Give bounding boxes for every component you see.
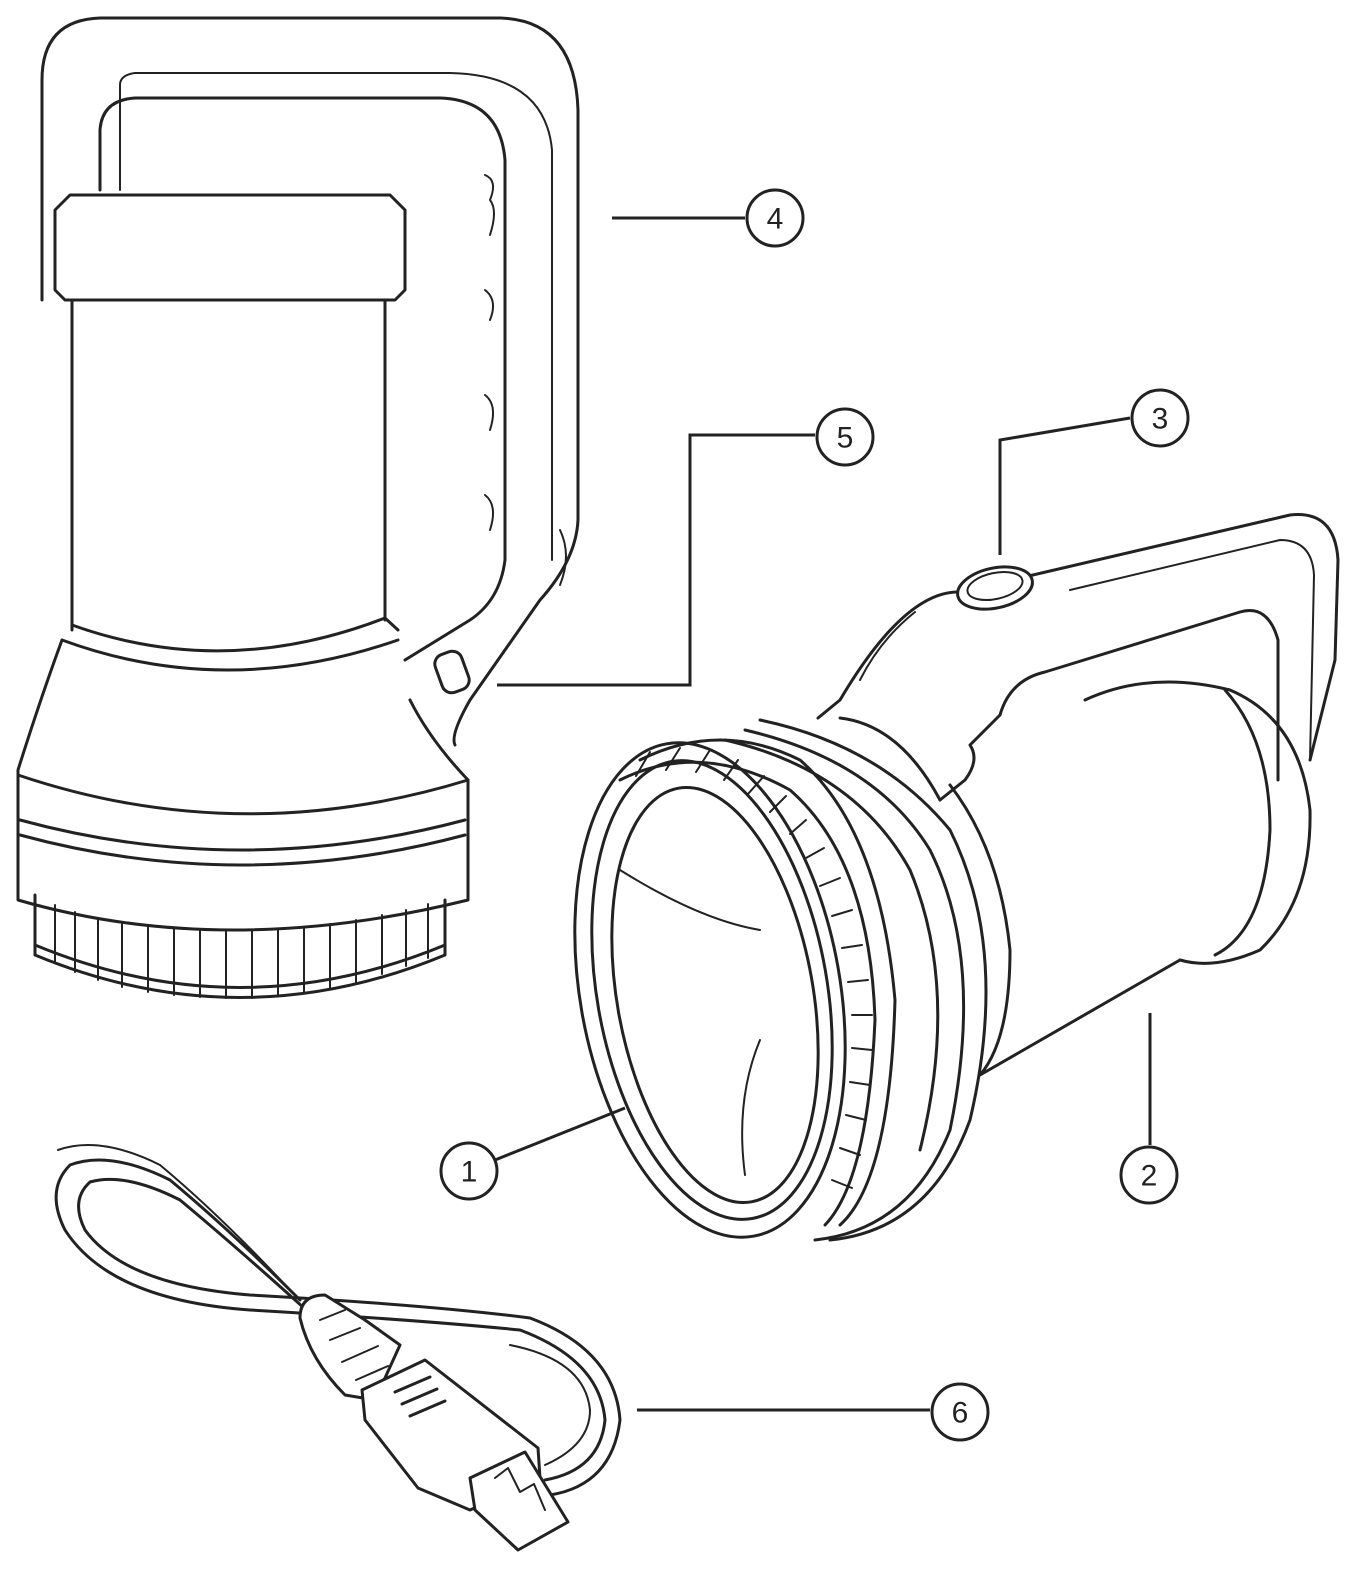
callout-6-label: 6 xyxy=(952,1397,969,1430)
callout-6: 6 xyxy=(930,1382,990,1442)
callout-5-label: 5 xyxy=(837,422,854,455)
lantern-illustration xyxy=(16,16,580,999)
callout-3: 3 xyxy=(1130,388,1190,448)
callout-4-label: 4 xyxy=(767,203,784,236)
leader-lines xyxy=(494,216,1152,1412)
callout-4: 4 xyxy=(745,188,805,248)
callout-5: 5 xyxy=(815,407,875,467)
callout-2: 2 xyxy=(1119,1145,1179,1205)
usb-cable-illustration xyxy=(54,1144,622,1552)
callout-2-label: 2 xyxy=(1141,1160,1158,1193)
callout-1: 1 xyxy=(439,1141,499,1201)
spotlight-illustration xyxy=(573,513,1340,1242)
callout-1-label: 1 xyxy=(461,1156,478,1189)
callout-3-label: 3 xyxy=(1152,403,1169,436)
